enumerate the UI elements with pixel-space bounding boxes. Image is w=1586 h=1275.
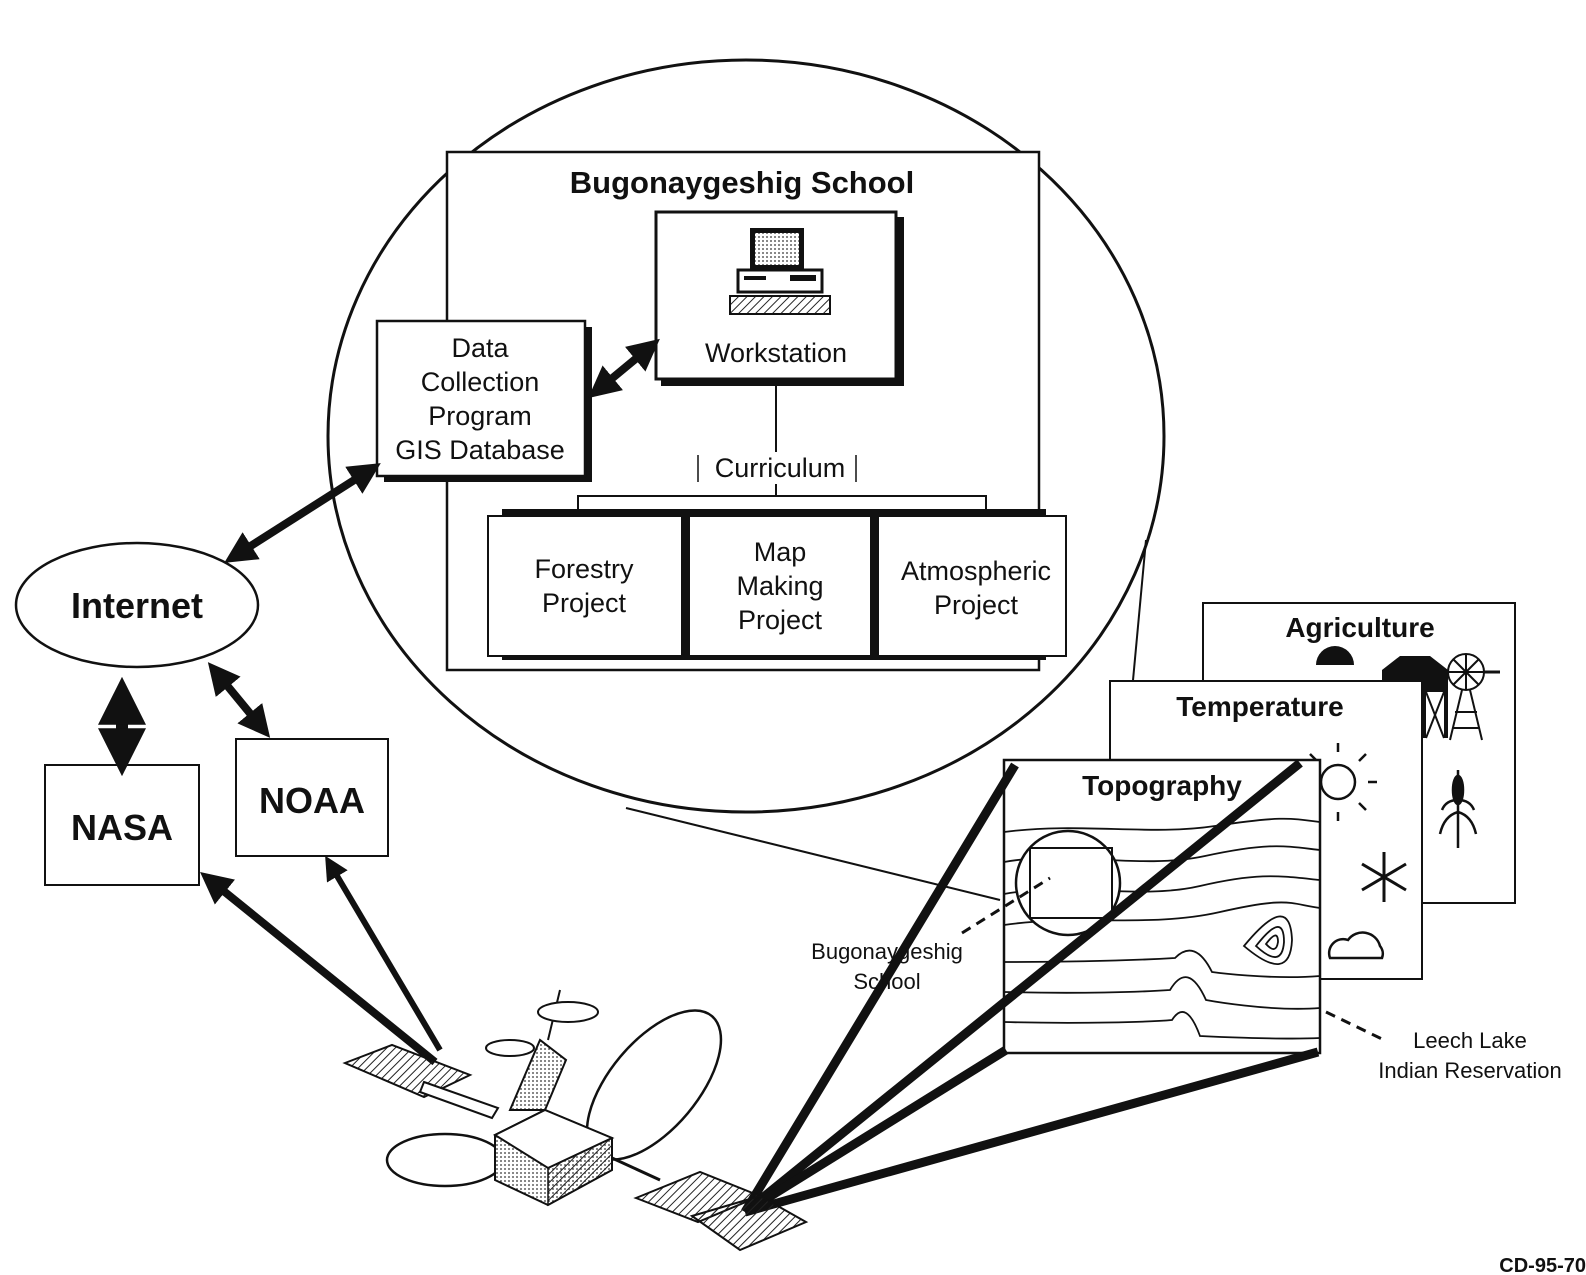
nasa-node: NASA: [44, 764, 200, 886]
forestry-project-box: Forestry Project: [534, 554, 634, 618]
internet-node: Internet: [14, 541, 260, 669]
projects-group: Forestry Project Map Making Project Atmo…: [487, 509, 1067, 660]
arrow-satellite-nasa: [200, 871, 438, 1066]
data-collection-line-1: Data: [451, 333, 509, 363]
internet-label: Internet: [71, 585, 203, 626]
arrow-satellite-noaa: [325, 855, 443, 1052]
satellite-icon: [342, 989, 809, 1252]
school-callout: Bugonaygeshig School: [811, 876, 1051, 994]
atmospheric-line-2: Project: [934, 590, 1019, 620]
map-making-line-3: Project: [738, 605, 823, 635]
noaa-label: NOAA: [259, 780, 365, 821]
corn-icon: [1438, 770, 1478, 848]
noaa-node: NOAA: [235, 738, 389, 857]
map-making-line-2: Making: [736, 571, 823, 601]
arrow-internet-data: [224, 463, 381, 563]
windmill-icon: [1447, 653, 1500, 741]
arrow-internet-noaa: [207, 662, 271, 738]
cloud-icon: [1327, 931, 1385, 960]
school-title: Bugonaygeshig School: [570, 165, 914, 200]
data-collection-line-2: Collection: [421, 367, 540, 397]
topography-title: Topography: [1082, 770, 1242, 801]
curriculum-tree: Curriculum: [577, 386, 987, 516]
data-collection-line-4: GIS Database: [395, 435, 565, 465]
data-collection-line-3: Program: [428, 401, 532, 431]
computer-icon: [729, 228, 831, 315]
silo-icon: [1316, 646, 1354, 665]
school-callout-line-1: Bugonaygeshig: [811, 939, 963, 964]
snowflake-icon: [1361, 852, 1407, 902]
reservation-callout-line-2: Indian Reservation: [1378, 1058, 1561, 1083]
contour-lines: [1003, 817, 1321, 1040]
school-zoom-circle: [1014, 829, 1122, 937]
atmospheric-project-box: Atmospheric Project: [901, 556, 1051, 620]
data-collection-box: Data Collection Program GIS Database: [375, 319, 592, 482]
topography-layer: Topography: [1002, 758, 1322, 1055]
curriculum-label: Curriculum: [715, 453, 846, 483]
figure-id: CD-95-70: [1499, 1255, 1586, 1275]
nasa-label: NASA: [71, 807, 173, 848]
temperature-title: Temperature: [1176, 691, 1344, 722]
forestry-line-1: Forestry: [534, 554, 634, 584]
forestry-line-2: Project: [542, 588, 627, 618]
map-making-project-box: Map Making Project: [736, 537, 823, 635]
sun-icon: [1299, 743, 1377, 821]
reservation-callout: Leech Lake Indian Reservation: [1325, 1010, 1562, 1083]
agriculture-title: Agriculture: [1285, 612, 1434, 643]
workstation-label: Workstation: [705, 338, 847, 368]
reservation-callout-line-1: Leech Lake: [1413, 1028, 1527, 1053]
map-making-line-1: Map: [754, 537, 807, 567]
atmospheric-line-1: Atmospheric: [901, 556, 1051, 586]
arrow-data-workstation: [588, 338, 660, 399]
view-lines: [741, 759, 1320, 1217]
school-callout-line-2: School: [853, 969, 920, 994]
workstation-box: Workstation: [654, 210, 904, 386]
